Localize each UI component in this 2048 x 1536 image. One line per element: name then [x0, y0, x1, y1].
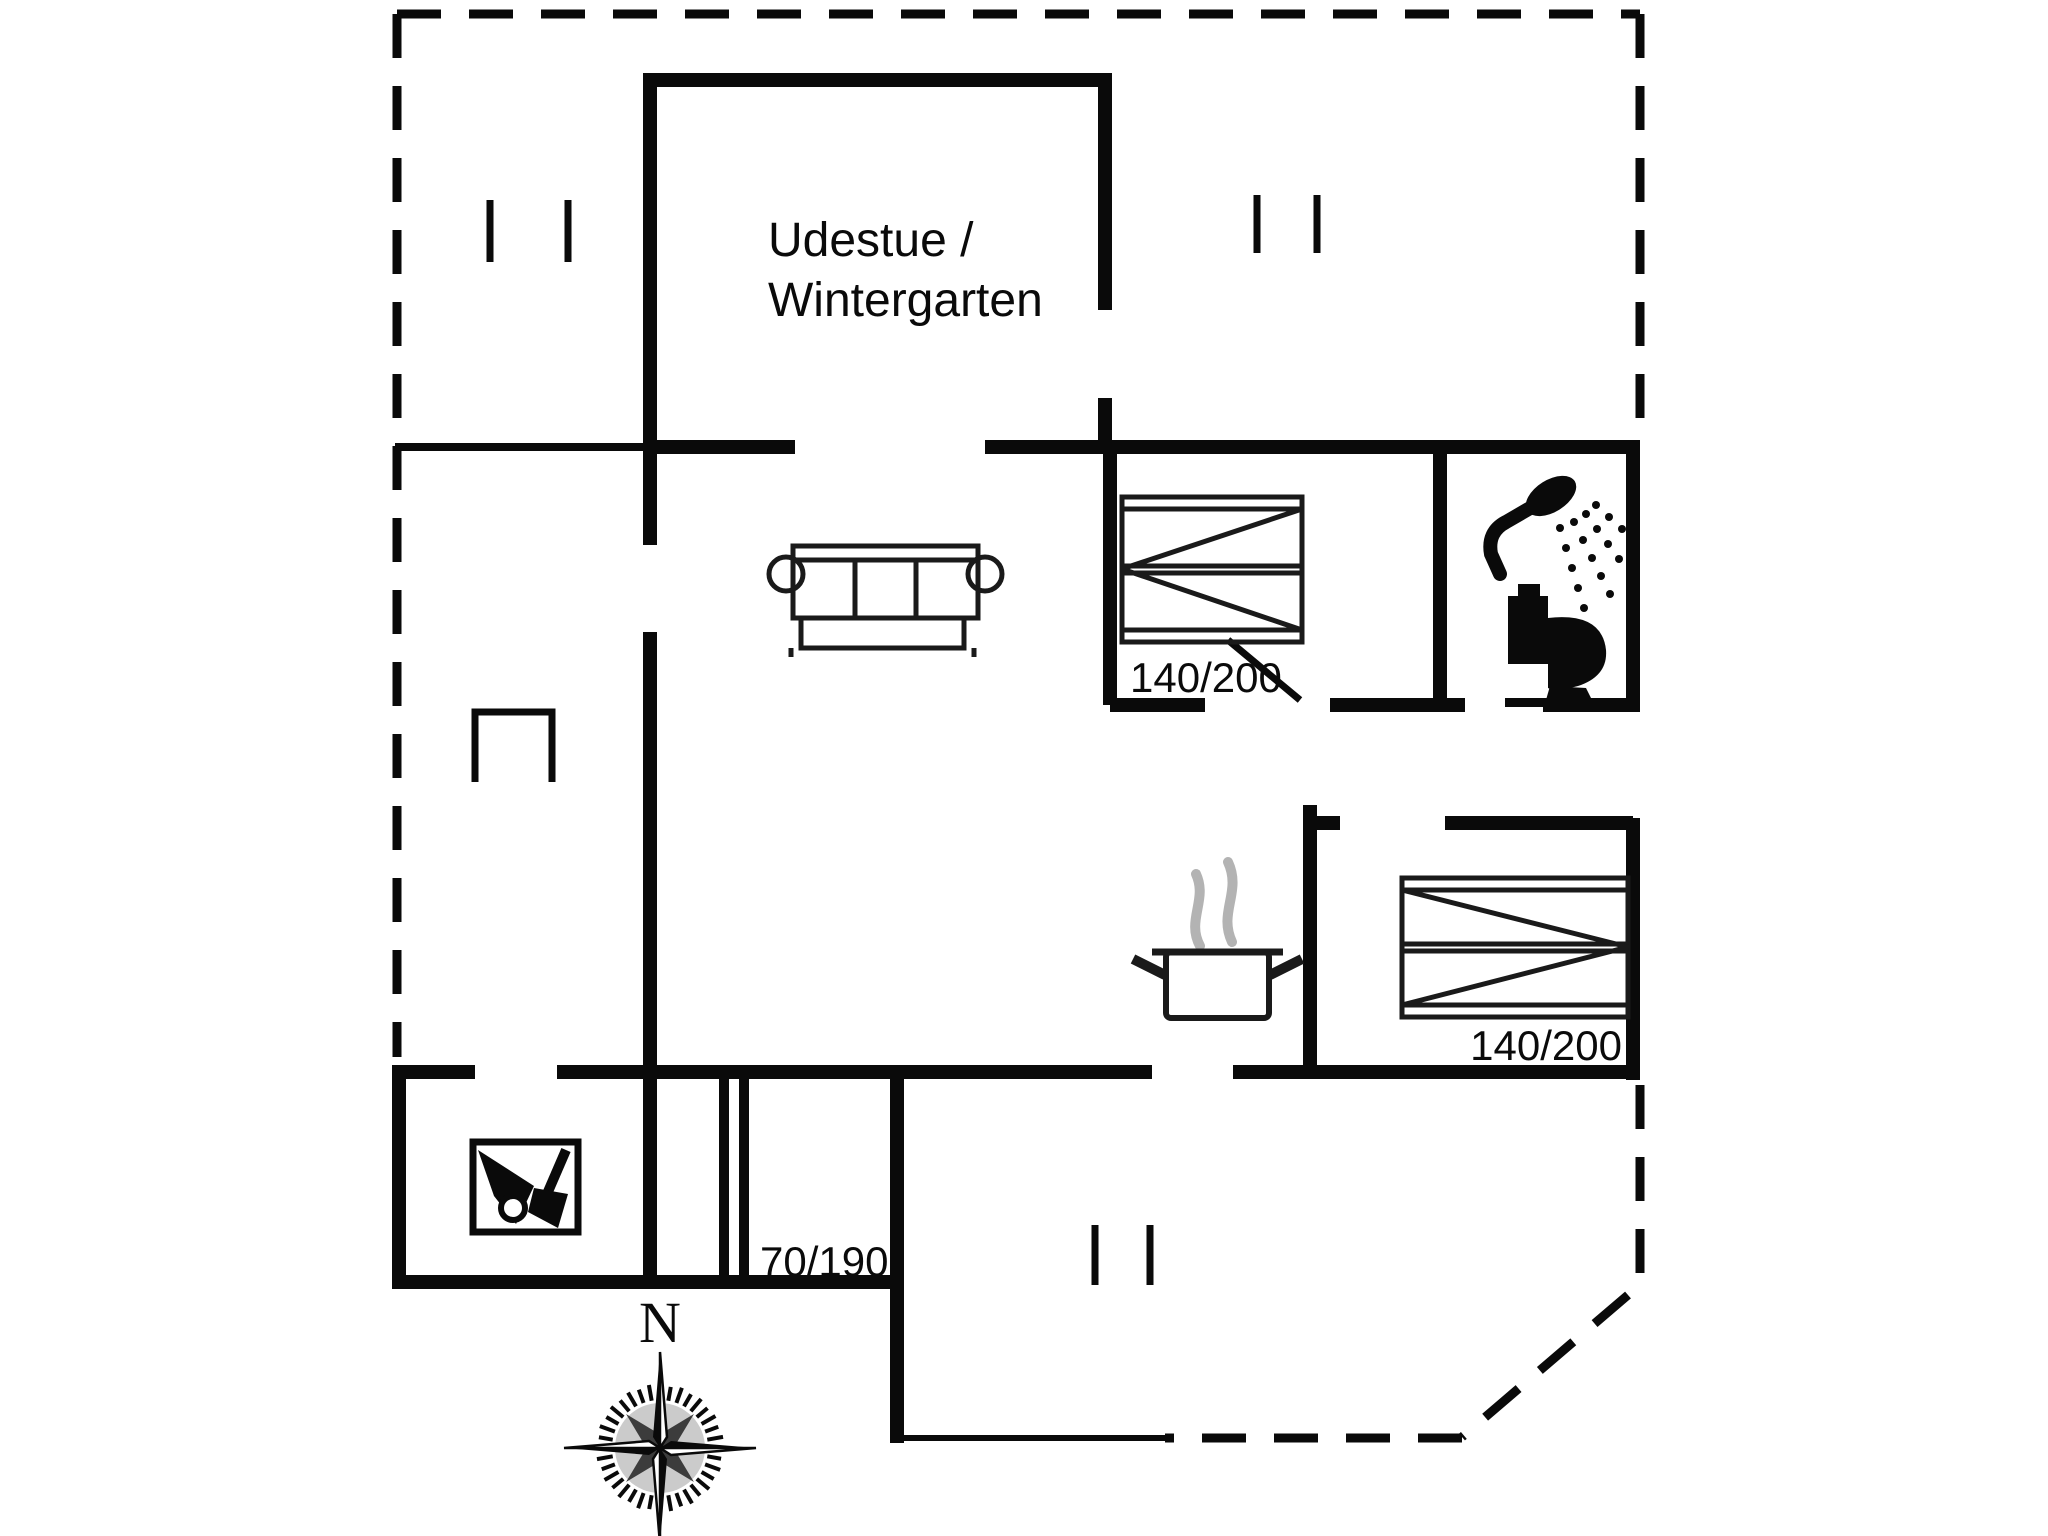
sofa-base [798, 615, 967, 651]
sofa-armrest [965, 554, 1005, 594]
toilet-base-line [1505, 698, 1599, 707]
terrace-table-icon [471, 708, 556, 782]
compass-rose-icon [563, 1351, 757, 1536]
toilet-button [1518, 584, 1540, 598]
cooking-pot-icon [1130, 857, 1305, 1021]
doors [719, 637, 1303, 1278]
steam-wisp [1222, 857, 1238, 947]
bed1-duvet-diagonal [1121, 506, 1303, 572]
walls [392, 73, 1640, 1443]
window-tick-icon [1091, 1225, 1154, 1285]
bed1-duvet-diagonal [1121, 566, 1303, 633]
window-tick-icon [486, 200, 572, 262]
table-outline [471, 708, 556, 782]
pot-handle-right [1267, 954, 1305, 980]
double-bed-icon [1119, 494, 1305, 645]
pot-body [1163, 949, 1272, 1021]
bed2-duvet-diagonal [1401, 944, 1629, 1008]
toilet-pedestal [1546, 686, 1592, 700]
stove-tool-poker-blade [528, 1188, 568, 1228]
toilet-bowl [1548, 617, 1607, 690]
shower-icon [1483, 475, 1626, 612]
dashed-diagonal-corner [1459, 1291, 1631, 1441]
bedroom1-door-leaf [1225, 637, 1303, 703]
compass-center [656, 1444, 664, 1452]
shower-head [1525, 475, 1577, 517]
double-bed-icon [1399, 875, 1631, 1020]
compass-diagonal-petals [626, 1414, 694, 1482]
shower-hose [1483, 493, 1551, 581]
pot-handle-left [1130, 954, 1168, 980]
bed2-size-label: 140/200 [1470, 1022, 1622, 1069]
shower-spray-dots [1556, 501, 1626, 612]
roof-overhang-dashed-outline [392, 9, 1645, 1443]
stove-tool-poker-handle [542, 1148, 571, 1196]
room-label-wintergarden-line2: Wintergarten [768, 274, 1043, 327]
double-line-door-icon [719, 1078, 749, 1278]
steam-icon [1190, 857, 1238, 951]
compass-cardinal-points [563, 1351, 757, 1536]
terrace-lines [395, 443, 1165, 1441]
wood-stove-icon [469, 1138, 582, 1236]
bed2-duvet-diagonal [1401, 887, 1629, 950]
compass-north-label: N [639, 1290, 681, 1355]
sofa-seat [790, 557, 981, 621]
door-size-label: 70/190 [760, 1238, 888, 1285]
toilet-tank [1508, 596, 1548, 664]
window-tick-icon [1253, 195, 1321, 253]
stove-ring [498, 1193, 528, 1223]
sofa-armrest [766, 554, 806, 594]
toilet-icon [1505, 584, 1607, 707]
sofa-icon [766, 543, 1005, 657]
steam-wisp [1190, 869, 1205, 951]
room-label-wintergarden-line1: Udestue / [768, 214, 974, 267]
window-marks [486, 195, 1321, 1285]
stove-outline [469, 1138, 582, 1236]
bed1-size-label: 140/200 [1130, 654, 1282, 701]
